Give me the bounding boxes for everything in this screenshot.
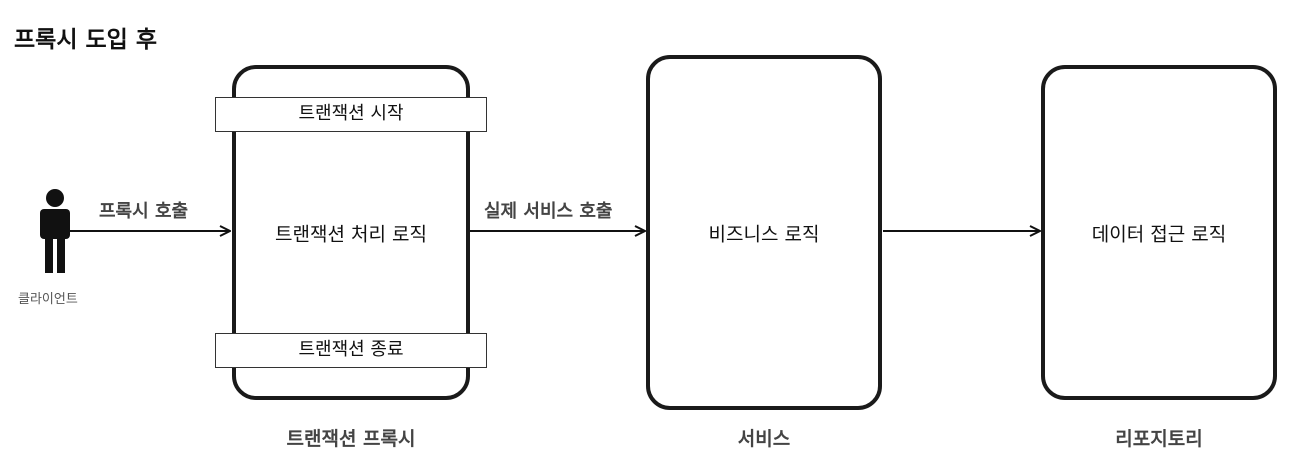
tx-end-bar: 트랜잭션 종료 [215,333,487,368]
repository-box: 데이터 접근 로직 [1041,65,1277,400]
proxy-logic-label: 트랜잭션 처리 로직 [275,223,427,245]
diagram-title: 프록시 도입 후 [14,27,157,53]
client-label: 클라이언트 [18,292,78,307]
proxy-caption: 트랜잭션 프록시 [286,428,416,450]
repository-caption: 리포지토리 [1115,428,1203,450]
person-icon [40,189,70,273]
tx-start-bar: 트랜잭션 시작 [215,97,487,132]
arrow-label-real-service-call: 실제 서비스 호출 [484,201,613,222]
service-box: 비즈니스 로직 [646,55,882,410]
arrow-label-proxy-call: 프록시 호출 [99,201,189,222]
service-caption: 서비스 [737,428,791,450]
service-logic-label: 비즈니스 로직 [708,223,820,245]
repository-logic-label: 데이터 접근 로직 [1091,223,1227,245]
